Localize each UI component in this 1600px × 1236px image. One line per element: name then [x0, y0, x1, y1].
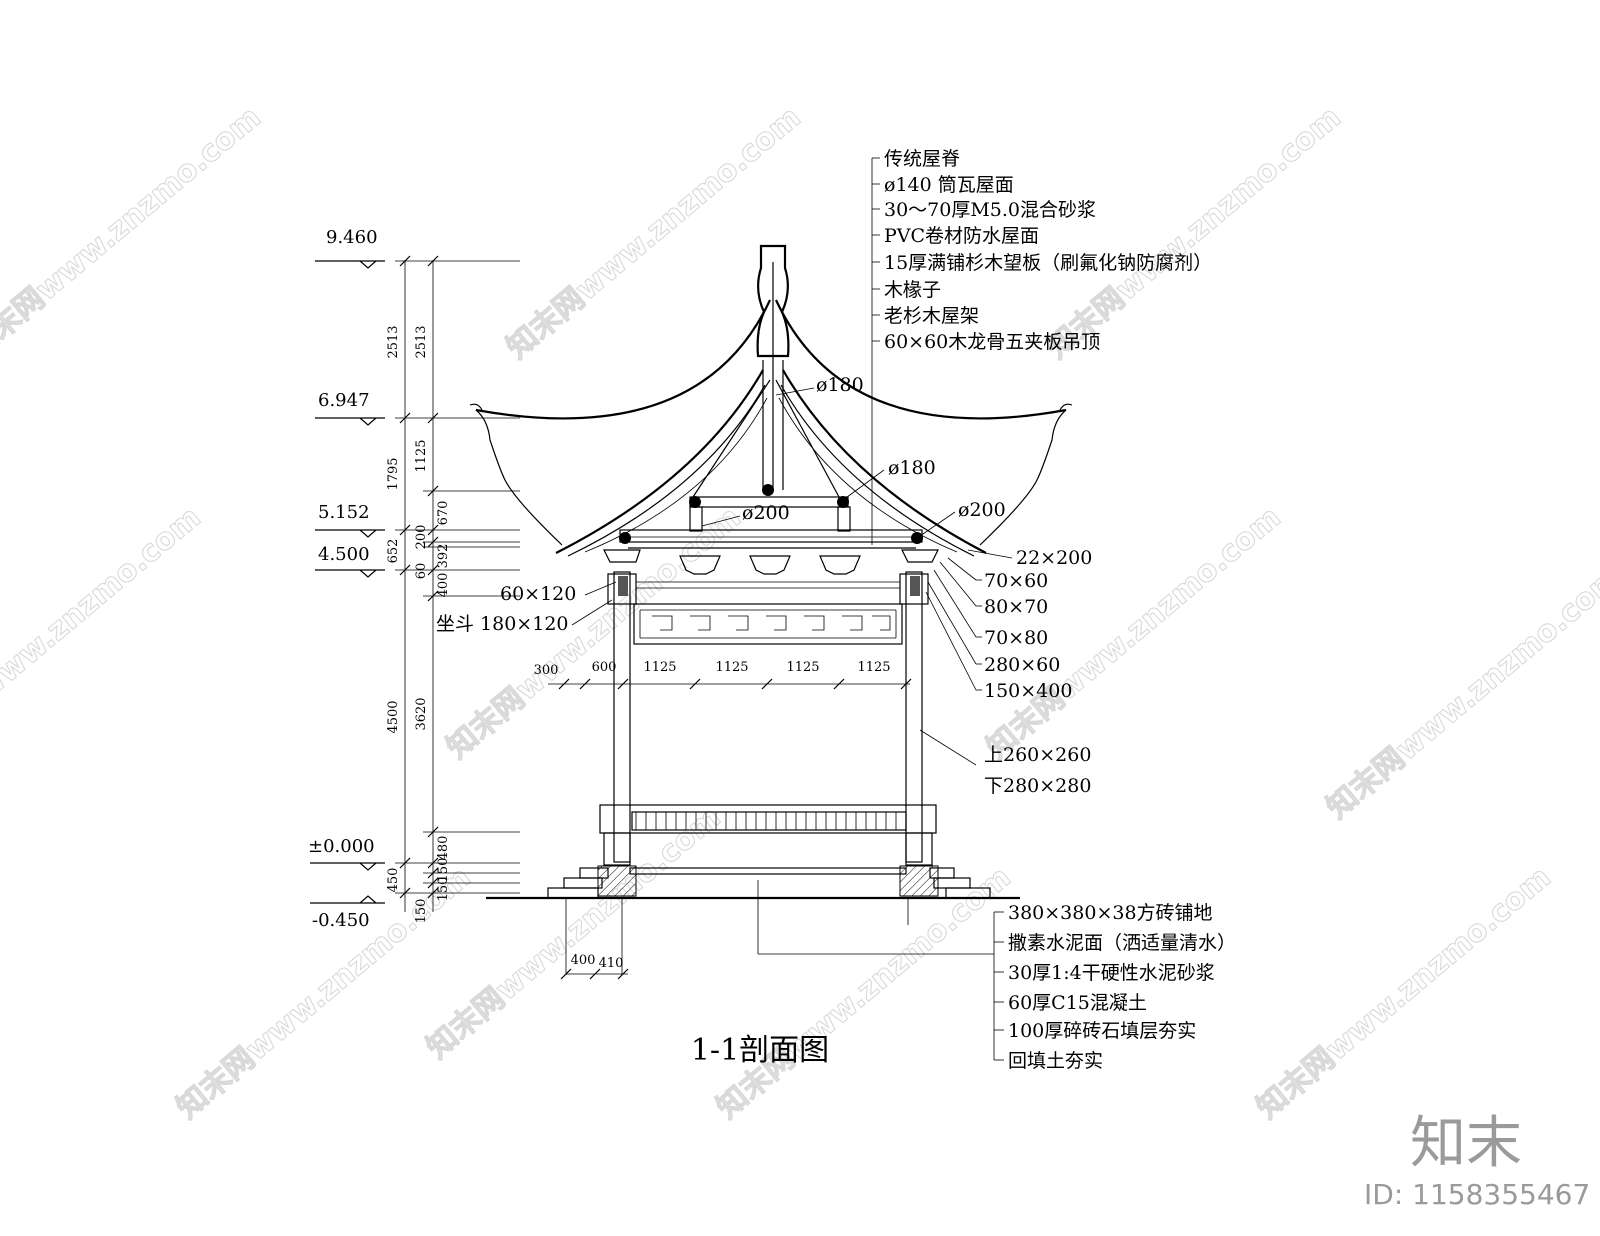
dim-outer-1795: 1795 — [386, 457, 401, 490]
dim-inner-400: 400 — [436, 573, 451, 598]
dim-inner-150c: 150 — [414, 899, 429, 924]
roof-layer-8: 60×60木龙骨五夹板吊顶 — [884, 331, 1100, 353]
watermark-text: 知末网www.znzmo.com — [500, 100, 807, 366]
dim-bottom-1125d: 1125 — [857, 660, 890, 675]
brand-id: ID: 1158355467 — [1364, 1178, 1590, 1211]
label-d200-right: ø200 — [958, 499, 1006, 521]
dim-base-410: 410 — [599, 956, 624, 971]
elev-9460: 9.460 — [326, 227, 378, 248]
dim-inner-200: 200 — [414, 525, 429, 550]
elev-4500: 4.500 — [318, 544, 370, 565]
size-80x70: 80×70 — [984, 596, 1048, 618]
right-size-callouts: 22×200 70×60 80×70 70×80 280×60 150×400 … — [919, 547, 1092, 797]
drawing-title: 1-1剖面图 — [691, 1033, 829, 1068]
size-280x60: 280×60 — [984, 654, 1060, 676]
dim-outer-4500: 4500 — [386, 700, 401, 733]
watermark-text: 知末网www.znzmo.com — [1320, 560, 1600, 826]
label-d200-center: ø200 — [742, 502, 790, 524]
floor-layer-5: 100厚碎砖石填层夯实 — [1008, 1020, 1196, 1042]
dim-inner-3620: 3620 — [414, 697, 429, 730]
label-60x120: 60×120 — [500, 583, 576, 605]
dim-bottom-1125c: 1125 — [786, 660, 819, 675]
floor-layer-6: 回填土夯实 — [1008, 1050, 1103, 1072]
pavilion-section — [469, 157, 1073, 975]
brand-logo: 知末 — [1410, 1111, 1522, 1176]
floor-layer-1: 380×380×38方砖铺地 — [1008, 902, 1213, 924]
floor-layer-3: 30厚1:4干硬性水泥砂浆 — [1008, 962, 1215, 984]
roof-layer-1: 传统屋脊 — [884, 148, 960, 170]
elev-6947: 6.947 — [318, 390, 370, 411]
watermark-text: 知末网www.znzmo.com — [1040, 100, 1347, 366]
floor-layer-callouts: 380×380×38方砖铺地 撒素水泥面（洒适量清水） 30厚1:4干硬性水泥砂… — [757, 880, 1236, 1072]
elevation-dimension-system: 9.460 6.947 5.152 4.500 ±0.000 -0.450 25… — [308, 227, 520, 931]
size-150x400: 150×400 — [984, 680, 1072, 702]
label-d180-mid: ø180 — [888, 457, 936, 479]
dim-inner-2513: 2513 — [414, 325, 429, 358]
dim-inner-60: 60 — [414, 563, 429, 580]
watermark-text: 知末网www.znzmo.com — [0, 500, 208, 766]
dim-inner-150a: 150 — [436, 858, 451, 883]
elev-0000: ±0.000 — [308, 836, 375, 857]
roof-layer-5: 15厚满铺杉木望板（刷氟化钠防腐剂） — [884, 252, 1212, 274]
size-70x60: 70×60 — [984, 570, 1048, 592]
dim-bottom-1125a: 1125 — [643, 660, 676, 675]
dim-inner-480: 480 — [436, 836, 451, 861]
watermark-text: 知末网www.znzmo.com — [710, 860, 1017, 1126]
roof-layer-6: 木椽子 — [884, 279, 941, 301]
roof-layer-3: 30～70厚M5.0混合砂浆 — [884, 199, 1096, 221]
floor-layer-2: 撒素水泥面（洒适量清水） — [1008, 932, 1236, 954]
elev-minus-0450: -0.450 — [312, 910, 370, 931]
member-callouts: ø180 ø180 ø200 ø200 60×120 坐斗 180×120 — [436, 374, 1006, 635]
roof-layer-callouts: 传统屋脊 ø140 筒瓦屋面 30～70厚M5.0混合砂浆 PVC卷材防水屋面 … — [872, 148, 1212, 353]
dim-inner-670: 670 — [436, 501, 451, 526]
label-dou: 坐斗 180×120 — [436, 613, 569, 635]
watermark-text: 知末网www.znzmo.com — [170, 860, 477, 1126]
roof-layer-4: PVC卷材防水屋面 — [884, 225, 1039, 247]
dim-inner-392: 392 — [436, 544, 451, 569]
dim-inner-150b: 150 — [436, 877, 451, 902]
column-size-bottom: 下280×280 — [984, 775, 1091, 797]
floor-layer-4: 60厚C15混凝土 — [1008, 992, 1147, 1014]
size-70x80: 70×80 — [984, 627, 1048, 649]
dim-inner-1125: 1125 — [414, 439, 429, 472]
dim-base-400: 400 — [571, 953, 596, 968]
watermark-text: 知末网www.znzmo.com — [1250, 860, 1557, 1126]
roof-layer-2: ø140 筒瓦屋面 — [884, 174, 1014, 196]
roof-layer-7: 老杉木屋架 — [884, 305, 979, 327]
watermark-text: 知末网www.znzmo.com — [0, 100, 268, 366]
dim-outer-450: 450 — [386, 868, 401, 893]
size-22x200: 22×200 — [1016, 547, 1092, 569]
label-d180-top: ø180 — [816, 374, 864, 396]
elev-5152: 5.152 — [318, 502, 370, 523]
dim-bottom-1125b: 1125 — [715, 660, 748, 675]
dim-outer-652: 652 — [386, 539, 401, 564]
dim-outer-2513: 2513 — [386, 325, 401, 358]
watermark-text: 知末网www.znzmo.com — [420, 800, 727, 1066]
dim-bottom-300: 300 — [534, 663, 559, 678]
dim-bottom-600: 600 — [592, 660, 617, 675]
column-size-top: 上260×260 — [984, 744, 1091, 766]
bottom-dimensions: 300 600 1125 1125 1125 1125 400 410 — [534, 660, 912, 980]
